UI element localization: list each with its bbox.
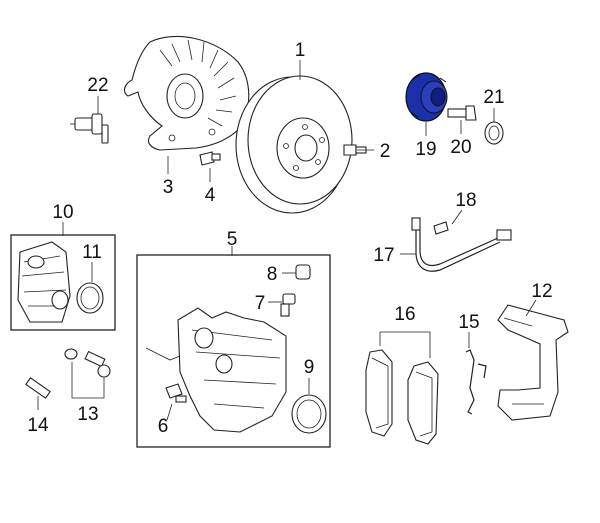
callout-3: 3 [163,177,174,198]
hub-bolt [447,105,477,121]
brake-caliper [145,307,287,433]
callout-18: 18 [455,190,476,211]
bleeder-screw [280,293,296,317]
callout-21: 21 [483,87,504,108]
abs-sensor [70,113,109,144]
callout-8: 8 [267,264,278,285]
leader-lines [37,60,537,421]
hub-assembly [405,72,448,122]
callout-16: 16 [394,304,415,325]
callout-labels: 1 2 3 4 5 6 7 8 9 10 11 12 13 14 15 16 1… [27,40,552,437]
callout-1: 1 [295,40,306,61]
callout-14: 14 [27,415,49,436]
brake-pads [365,349,439,445]
callout-15: 15 [458,312,479,333]
callout-11: 11 [82,242,102,263]
pad-spring [465,349,487,415]
callout-7: 7 [255,293,266,314]
callout-12: 12 [531,281,552,302]
brake-hose [411,217,512,272]
callout-10: 10 [52,202,73,223]
callout-4: 4 [205,185,216,206]
callout-9: 9 [304,357,315,378]
parking-brake-motor [17,241,71,323]
motor-seal [76,282,104,314]
guide-pin-kit [64,348,111,378]
callout-17: 17 [373,245,394,266]
hose-clip [433,221,449,235]
callout-20: 20 [450,137,471,158]
splash-shield [123,36,250,151]
callout-5: 5 [227,229,238,250]
caliper-bracket [497,304,569,421]
caliper-seal [291,394,327,434]
dust-cap [484,121,504,145]
callout-6: 6 [158,416,169,437]
bleeder-cap [295,264,311,280]
shield-bolt [199,151,221,166]
caliper-kit-box [136,254,331,448]
callout-22: 22 [87,75,108,96]
guide-pin [25,377,51,399]
brake-rotor [235,75,353,214]
callout-19: 19 [415,139,436,160]
callout-13: 13 [77,404,98,425]
callout-2: 2 [380,141,391,162]
caliper-bolt [165,383,187,403]
